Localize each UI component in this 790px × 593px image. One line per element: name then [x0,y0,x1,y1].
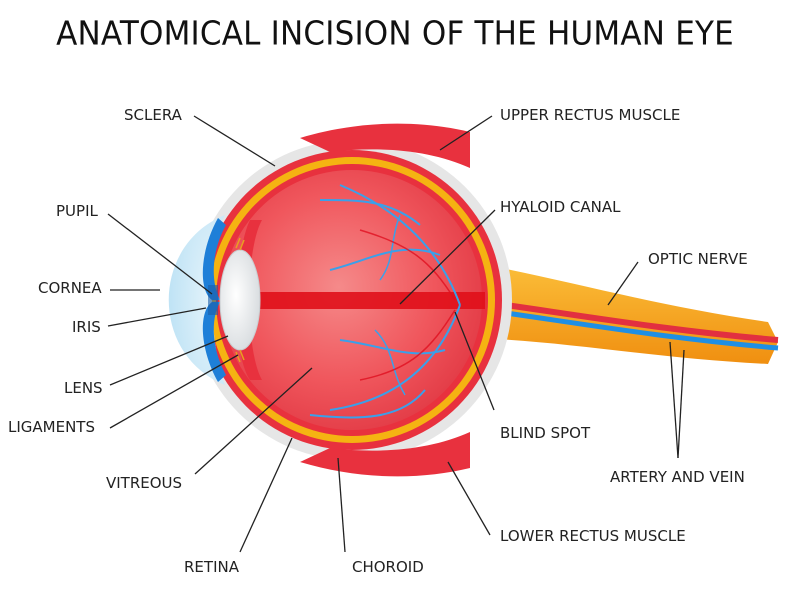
label-retina: RETINA [184,558,240,576]
label-choroid: CHOROID [352,558,424,576]
label-sclera: SCLERA [124,106,183,124]
label-optic-nerve: OPTIC NERVE [648,250,748,268]
label-lens: LENS [64,379,103,397]
leader-lines [107,115,685,553]
label-cornea: CORNEA [38,279,102,297]
diagram-title: ANATOMICAL INCISION OF THE HUMAN EYE [56,15,734,53]
label-ligaments: LIGAMENTS [8,418,95,436]
lower-rectus-muscle [300,432,470,477]
pupil [208,285,218,315]
ligaments [235,237,245,363]
label-pupil: PUPIL [56,202,98,220]
label-artery-and-vein: ARTERY AND VEIN [610,468,745,486]
label-iris: IRIS [72,318,101,336]
label-blind-spot: BLIND SPOT [500,424,591,442]
label-hyaloid-canal: HYALOID CANAL [500,198,621,216]
retinal-vessels [309,184,461,419]
hyaloid-canal [250,292,485,309]
label-upper-rectus-muscle: UPPER RECTUS MUSCLE [500,106,680,124]
label-lower-rectus-muscle: LOWER RECTUS MUSCLE [500,527,686,545]
upper-rectus-muscle [300,123,470,168]
iris [202,218,226,300]
lens [219,249,261,351]
label-vitreous: VITREOUS [106,474,182,492]
optic-nerve [469,262,779,364]
